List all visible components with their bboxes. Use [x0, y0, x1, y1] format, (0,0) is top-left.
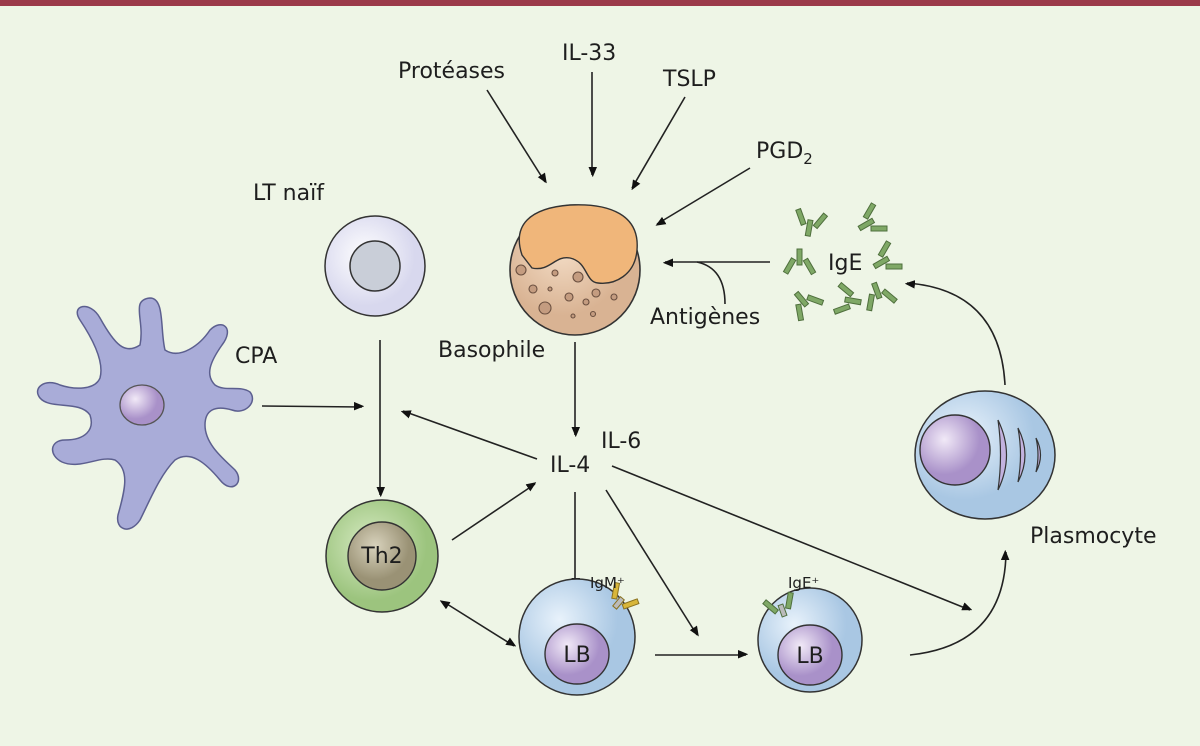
arrow-lb-plasmocyte — [909, 552, 1006, 656]
cpa-dendritic-cell — [36, 297, 254, 530]
lt-nucleus — [349, 240, 401, 292]
label-th2: Th2 — [360, 544, 402, 569]
label-cpa: CPA — [235, 344, 277, 369]
label-plasmocyte: Plasmocyte — [1030, 524, 1157, 549]
lb-ige-cell — [757, 587, 863, 693]
cpa-nucleus — [119, 384, 165, 426]
label-lb-1: LB — [563, 643, 590, 668]
label-basophile: Basophile — [438, 338, 545, 363]
arrow-tslp — [631, 96, 686, 188]
antigen-link — [696, 261, 726, 305]
label-proteases: Protéases — [398, 59, 505, 84]
th2-nucleus — [347, 521, 417, 591]
basophil-cell — [509, 204, 641, 336]
label-pgd2: PGD2 — [756, 139, 813, 168]
arrow-th2-lb — [447, 604, 514, 647]
basophil-nucleus — [518, 204, 638, 284]
arrow-cpa — [261, 406, 362, 407]
arrow-proteases — [486, 89, 545, 182]
label-antigenes: Antigènes — [650, 305, 760, 330]
igm-receptor-icon — [611, 581, 640, 610]
label-igm-plus: IgM⁺ — [590, 574, 625, 592]
lb-igm-cell — [518, 578, 640, 696]
plasmocyte-cell — [914, 390, 1056, 520]
lt-naif-cell — [324, 215, 426, 317]
arrow-il4-switch — [605, 489, 697, 635]
label-il33: IL-33 — [562, 41, 616, 66]
ige-receptor-icon — [762, 591, 794, 618]
arrow-th2-il4 — [451, 484, 535, 541]
th2-cell — [325, 499, 439, 613]
arrow-il4-lt — [403, 410, 538, 460]
label-ige-plus: IgE⁺ — [788, 574, 819, 592]
arrow-plasmocyte-ige — [907, 283, 1006, 386]
label-ige: IgE — [828, 251, 862, 276]
label-lb-2: LB — [796, 644, 823, 669]
ige-antibodies — [782, 202, 903, 322]
arrow-pgd2 — [657, 167, 751, 224]
top-bar — [0, 0, 1200, 6]
label-il4: IL-4 — [550, 453, 590, 478]
label-tslp: TSLP — [662, 67, 716, 92]
label-il6: IL-6 — [601, 429, 641, 454]
label-lt-naif: LT naïf — [253, 181, 325, 206]
basophil-granules — [515, 264, 618, 319]
arrows — [261, 72, 1006, 656]
arrow-il4-plasmocyte — [611, 465, 970, 611]
